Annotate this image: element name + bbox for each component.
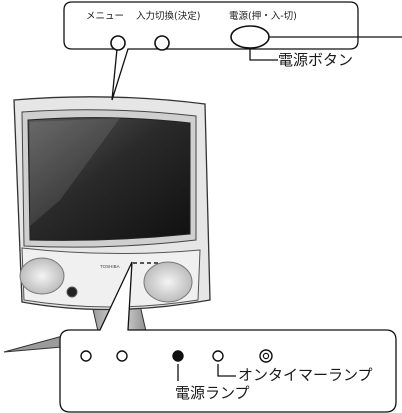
- power-button-label-leader: [249, 48, 278, 61]
- lamp-2: [116, 350, 128, 362]
- menu-label: メニュー: [86, 11, 125, 22]
- power-button-label: 電源ボタン: [278, 51, 354, 69]
- on-timer-lamp-label: オンタイマーランプ: [238, 366, 373, 384]
- tv-front-controls: [133, 262, 158, 264]
- left-speaker: [19, 257, 65, 295]
- brand-logo: TOSHIBA: [100, 264, 120, 269]
- screen-glare: [30, 118, 120, 226]
- tv-screen: [27, 117, 191, 241]
- on-timer-lamp: [212, 350, 224, 362]
- power-switch-label: 電源(押・入-切): [229, 11, 297, 22]
- lamp-5: [259, 349, 273, 363]
- lamp-1: [80, 350, 92, 362]
- on-timer-lamp-leader: [217, 364, 236, 377]
- power-lamp-label: 電源ランプ: [175, 384, 250, 402]
- power-lamp: [172, 350, 184, 362]
- headphone-jack: [66, 286, 78, 298]
- input-select-button[interactable]: [154, 35, 170, 51]
- input-select-label: 入力切換(決定): [136, 11, 201, 22]
- top-callout-panel: [63, 1, 402, 101]
- menu-button[interactable]: [110, 35, 126, 51]
- tv-set: TOSHIBA: [3, 96, 211, 353]
- right-speaker: [143, 261, 193, 303]
- power-button[interactable]: [230, 25, 270, 49]
- bottom-callout-panel: [59, 261, 397, 413]
